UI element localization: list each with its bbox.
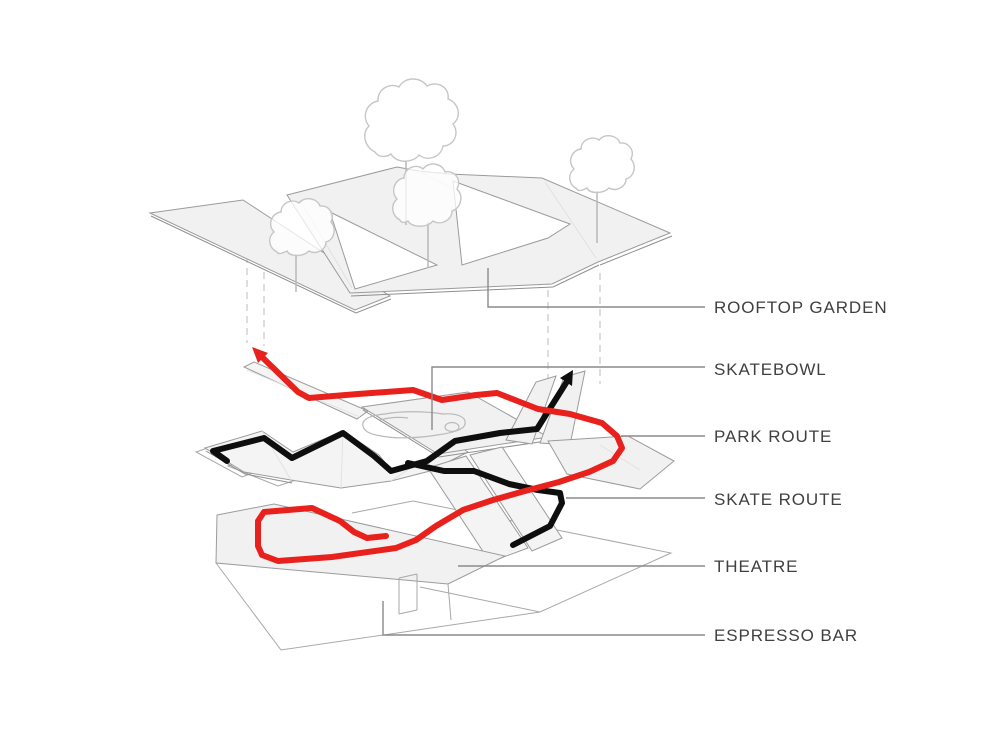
label-park-route: PARK ROUTE bbox=[714, 427, 832, 446]
tree-icon bbox=[364, 78, 459, 162]
skatebowl-sketch bbox=[362, 411, 466, 439]
park-route-path bbox=[252, 347, 625, 564]
rooftop-garden-layer bbox=[148, 166, 673, 314]
label-skate-route: SKATE ROUTE bbox=[714, 490, 843, 509]
label-skatebowl: SKATEBOWL bbox=[714, 360, 827, 379]
leader-line-espresso-bar bbox=[382, 601, 705, 636]
roof-void bbox=[329, 211, 439, 290]
connector-ramp bbox=[469, 446, 563, 552]
roof-void bbox=[452, 180, 572, 266]
roof-thickness bbox=[599, 235, 673, 266]
connector-ramp bbox=[427, 455, 529, 563]
park-left-plate bbox=[242, 361, 370, 420]
theatre-box-wireframe bbox=[215, 562, 541, 651]
rooftop-trees bbox=[269, 78, 635, 292]
ground-slab-wireframe bbox=[351, 500, 414, 514]
tree-icon bbox=[569, 135, 635, 194]
wing-fold bbox=[599, 444, 641, 471]
label-espresso-bar: ESPRESSO BAR bbox=[714, 626, 858, 645]
ground-level-layer bbox=[215, 446, 673, 651]
tree-icon bbox=[269, 198, 335, 257]
park-route-main bbox=[255, 355, 625, 564]
roof-thickness bbox=[350, 264, 600, 297]
tree-icon bbox=[392, 163, 462, 227]
skatebowl-plate-thickness bbox=[362, 409, 547, 458]
leader-line-rooftop-garden bbox=[487, 268, 705, 308]
label-theatre: THEATRE bbox=[714, 557, 798, 576]
skate-route-main bbox=[210, 380, 569, 474]
roof-left-thickness bbox=[150, 215, 392, 314]
label-rooftop-garden: ROOFTOP GARDEN bbox=[714, 298, 888, 317]
roof-left-plate bbox=[148, 199, 392, 311]
roof-fold bbox=[544, 181, 597, 259]
espresso-bar-volume bbox=[398, 573, 418, 615]
skate-route-arrowhead bbox=[560, 370, 573, 386]
leader-line-skatebowl bbox=[431, 366, 705, 430]
leader-lines bbox=[382, 268, 705, 636]
theatre-roof-plate bbox=[215, 503, 507, 585]
park-route-arrowhead bbox=[252, 347, 268, 363]
callout-labels: ROOFTOP GARDEN SKATEBOWL PARK ROUTE SKAT… bbox=[714, 298, 888, 645]
